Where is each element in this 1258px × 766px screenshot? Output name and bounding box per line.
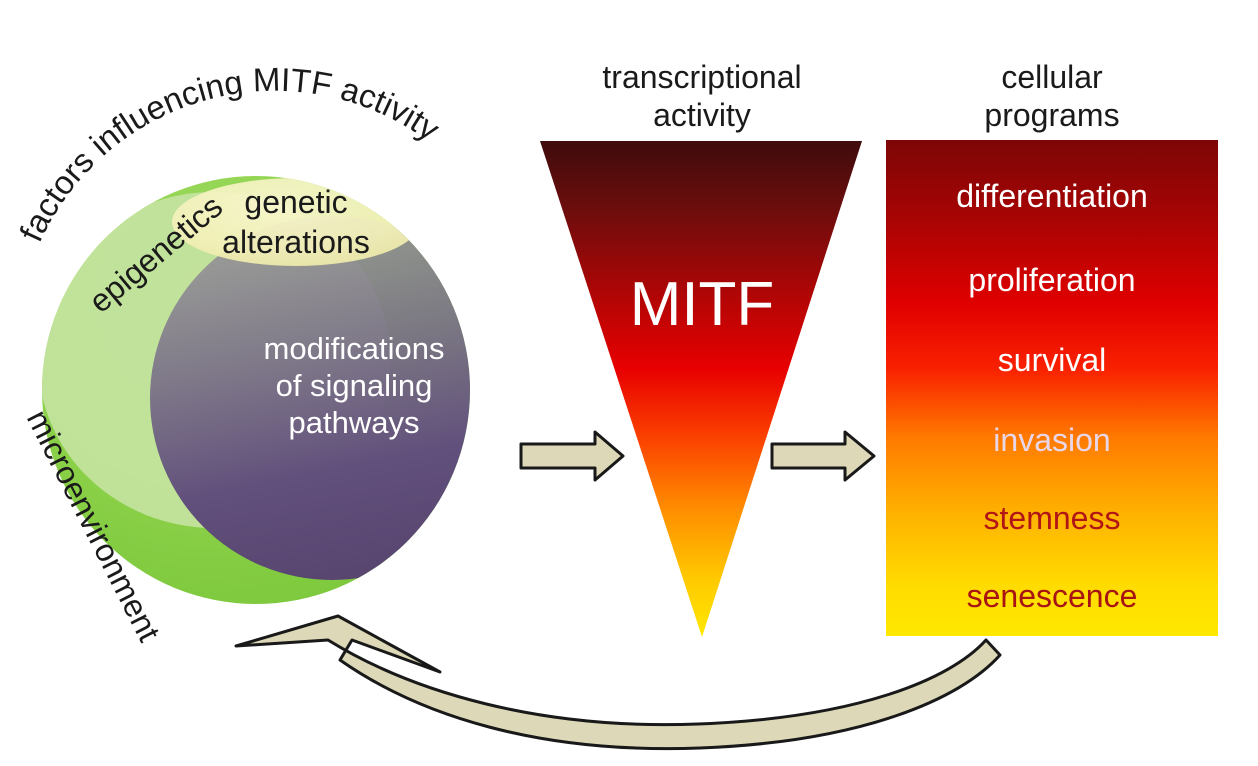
- programs-heading: cellular programs: [886, 58, 1218, 134]
- mitf-funnel: [540, 141, 862, 637]
- venn-label-genetic-line-2: alterations: [222, 224, 370, 260]
- program-item: stemness: [983, 500, 1121, 536]
- program-item: proliferation: [968, 262, 1136, 298]
- venn-label-genetic-line-1: genetic: [244, 184, 348, 220]
- cellular-programs-box: [886, 140, 1218, 636]
- arrow-funnel-to-programs[interactable]: [770, 430, 876, 482]
- cellular-programs-list: differentiation proliferation survival i…: [886, 140, 1218, 636]
- mitf-label: MITF: [629, 270, 775, 339]
- venn-diagram: [42, 176, 470, 604]
- venn-region-signaling: [150, 216, 470, 580]
- venn-label-signaling-line-3: pathways: [288, 405, 420, 440]
- venn-label-signaling: modifications of signaling pathways: [226, 330, 482, 441]
- program-item: survival: [997, 342, 1107, 378]
- funnel-heading: transcriptional activity: [541, 58, 863, 134]
- venn-label-signaling-line-2: of signaling: [275, 368, 433, 403]
- program-item: senescence: [966, 578, 1138, 614]
- funnel-heading-line-1: transcriptional: [602, 59, 802, 95]
- arrow-feedback-loop[interactable]: [234, 614, 1002, 751]
- program-item: invasion: [993, 422, 1111, 458]
- venn-label-genetic: genetic alterations: [176, 182, 416, 262]
- programs-heading-line-2: programs: [984, 97, 1120, 133]
- funnel-heading-line-2: activity: [653, 97, 751, 133]
- arrow-venn-to-funnel[interactable]: [519, 430, 625, 482]
- program-item: differentiation: [956, 178, 1148, 214]
- venn-label-signaling-line-1: modifications: [263, 331, 445, 366]
- programs-heading-line-1: cellular: [1001, 59, 1103, 95]
